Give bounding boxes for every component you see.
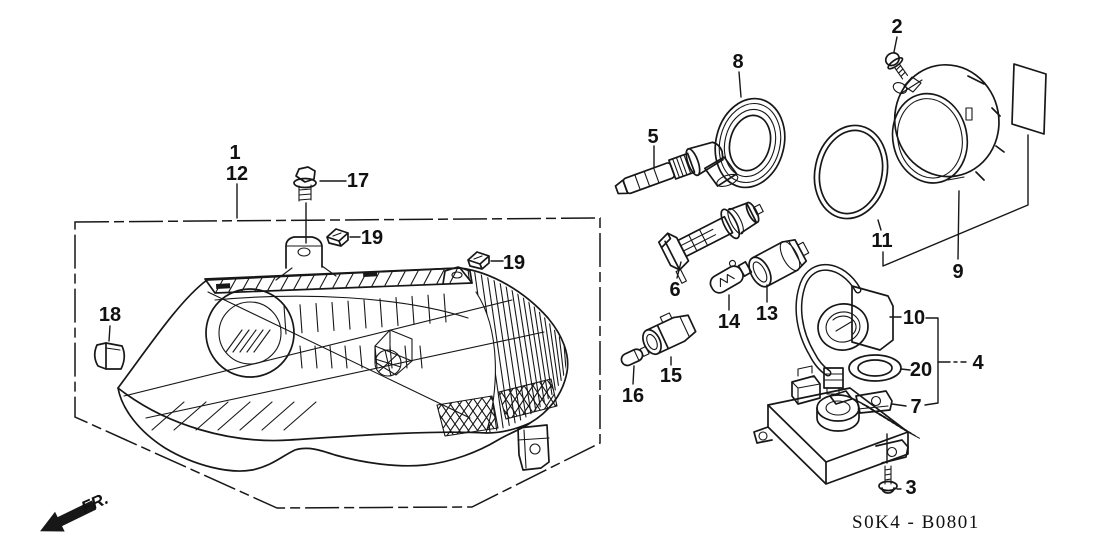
part-callout-18[interactable]: 18 bbox=[99, 304, 121, 326]
igniter-10-drawing bbox=[795, 264, 894, 395]
part-callout-16[interactable]: 16 bbox=[622, 385, 644, 407]
callout-layer: 112 17 19 19 18 5 8 2 9 11 6 13 14 15 16 10 20 4 7 3 bbox=[99, 16, 985, 499]
caution-label-sticker-drawing bbox=[1011, 63, 1047, 135]
part-callout-8[interactable]: 8 bbox=[732, 51, 743, 73]
part-callout-13[interactable]: 13 bbox=[756, 303, 778, 325]
bulb-16-drawing bbox=[620, 345, 650, 367]
part-callout-19[interactable]: 19 bbox=[361, 227, 383, 249]
part-callout-6[interactable]: 6 bbox=[669, 279, 680, 301]
side-clip-18-drawing bbox=[93, 342, 126, 370]
part-callout-5[interactable]: 5 bbox=[647, 126, 658, 148]
bracket-7-drawing bbox=[855, 390, 893, 414]
o-ring-20-drawing bbox=[848, 354, 902, 382]
headlamp-assembly-drawing bbox=[117, 236, 569, 472]
screw-2-drawing bbox=[884, 51, 909, 80]
bulb-socket-13-drawing bbox=[748, 238, 810, 288]
screw-3-drawing bbox=[878, 465, 898, 494]
ballast-unit-drawing bbox=[753, 365, 920, 485]
wedge-bulb-14-drawing bbox=[709, 259, 753, 294]
o-ring-11-drawing bbox=[813, 124, 889, 220]
screw-2-seat-tab bbox=[903, 76, 922, 93]
part-callout-14[interactable]: 14 bbox=[718, 311, 741, 333]
part-callout-7[interactable]: 7 bbox=[910, 396, 921, 418]
part-callout-15[interactable]: 15 bbox=[660, 365, 682, 387]
assembly-boundary-box bbox=[74, 217, 601, 509]
part-callout-11[interactable]: 11 bbox=[871, 230, 892, 252]
part-callout-19[interactable]: 19 bbox=[503, 252, 525, 274]
hid-bulb-5-drawing bbox=[614, 141, 739, 195]
part-callout-2[interactable]: 2 bbox=[891, 16, 902, 38]
retaining-clip-19b-drawing bbox=[467, 251, 490, 270]
part-callout-17[interactable]: 17 bbox=[347, 170, 369, 192]
part-callout-9[interactable]: 9 bbox=[952, 261, 963, 283]
part-callout-12[interactable]: 12 bbox=[226, 163, 248, 185]
bulb-socket-15-drawing bbox=[642, 312, 697, 356]
diagram-code-label: S0K4 - B0801 bbox=[852, 512, 980, 533]
retainer-cap-9-drawing bbox=[891, 63, 1005, 184]
fr-label: FR. bbox=[78, 489, 111, 517]
fr-arrow-icon bbox=[40, 500, 97, 532]
part-callout-3[interactable]: 3 bbox=[905, 477, 916, 499]
part-callout-1[interactable]: 1 bbox=[229, 142, 240, 164]
part-callout-10[interactable]: 10 bbox=[903, 307, 925, 329]
retaining-clip-19a-drawing bbox=[326, 228, 349, 247]
part-callout-4[interactable]: 4 bbox=[972, 352, 984, 374]
fr-direction-indicator: FR. bbox=[40, 489, 111, 532]
d2s-bulb-6-drawing bbox=[657, 201, 764, 284]
part-callout-20[interactable]: 20 bbox=[910, 359, 932, 381]
mount-bolt-17-drawing bbox=[293, 166, 317, 202]
leader-lines bbox=[108, 36, 1029, 490]
